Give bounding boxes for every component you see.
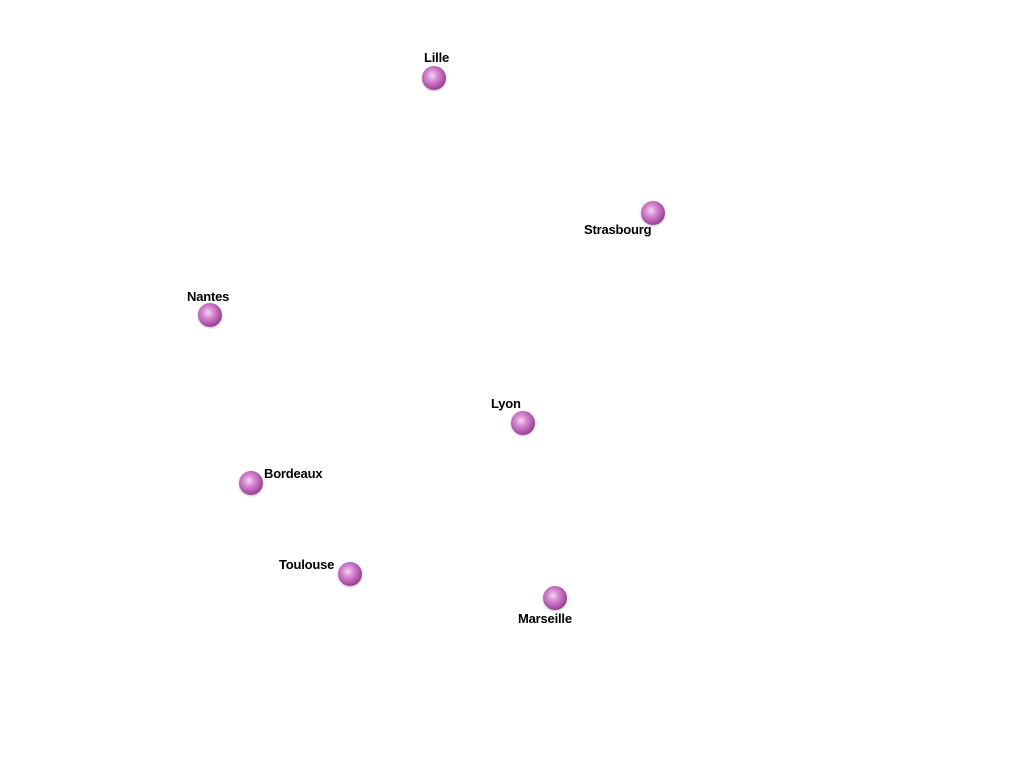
label-bordeaux: Bordeaux <box>264 466 323 481</box>
marker-lille[interactable] <box>422 66 446 90</box>
marker-marseille[interactable] <box>543 586 567 610</box>
label-lyon: Lyon <box>491 396 521 411</box>
marker-bordeaux[interactable] <box>239 471 263 495</box>
label-strasbourg: Strasbourg <box>584 222 652 237</box>
marker-nantes[interactable] <box>198 303 222 327</box>
label-lille: Lille <box>424 50 450 65</box>
marker-strasbourg[interactable] <box>641 201 665 225</box>
marker-toulouse[interactable] <box>338 562 362 586</box>
label-nantes: Nantes <box>187 289 230 304</box>
label-marseille: Marseille <box>518 611 572 626</box>
marker-lyon[interactable] <box>511 411 535 435</box>
label-toulouse: Toulouse <box>279 557 335 572</box>
